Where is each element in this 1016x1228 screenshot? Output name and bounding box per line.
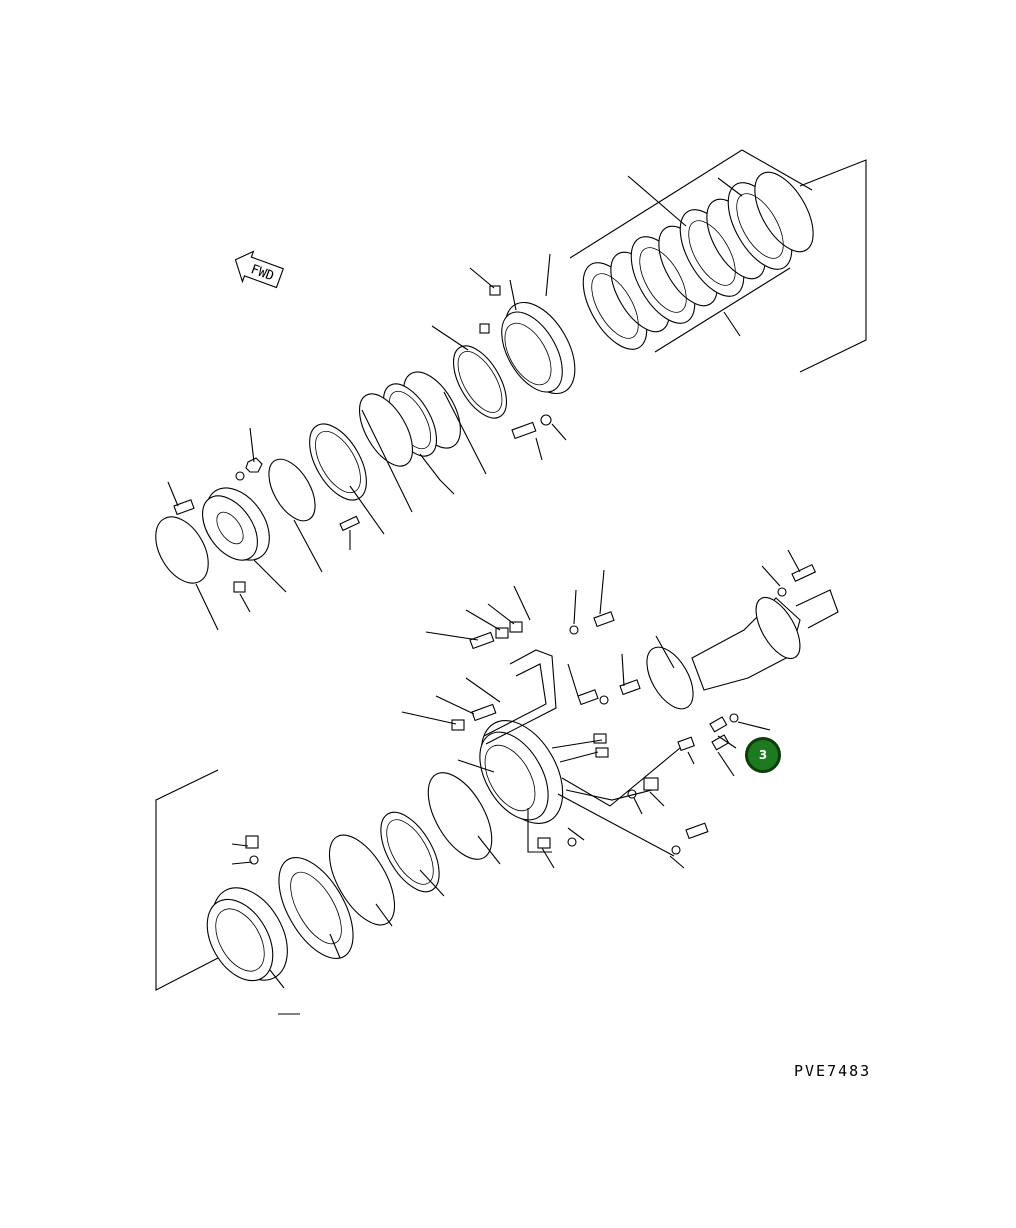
output-shaft — [646, 549, 839, 710]
clutch-hub — [155, 487, 270, 584]
upper-leader-lines — [167, 253, 567, 631]
clutch-disc-pack — [582, 171, 814, 350]
piston-assembly — [268, 301, 576, 522]
disc-leader-lines — [569, 149, 867, 373]
drawing-code: PVE7483 — [794, 1062, 872, 1080]
upper-small-parts — [173, 285, 552, 593]
ring-gear — [206, 887, 288, 982]
callout-badge[interactable]: 3 — [745, 737, 781, 773]
fwd-arrow: FWD — [234, 250, 284, 289]
lower-leader-lines — [155, 569, 771, 1015]
clutch-housing — [278, 720, 564, 960]
lube-tubes-and-fittings — [245, 611, 739, 865]
